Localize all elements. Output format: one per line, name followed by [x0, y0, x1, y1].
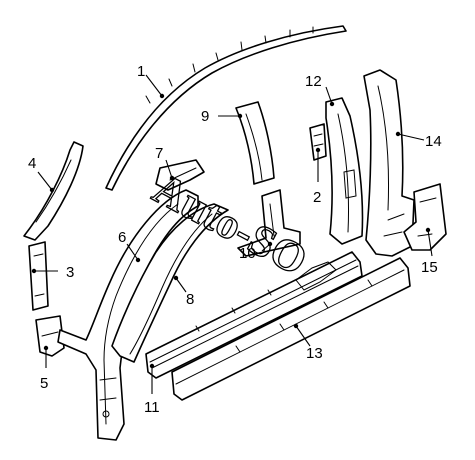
- part-8-a-pillar-inner: [111, 203, 229, 363]
- part-12-b-pillar-outer: [325, 97, 364, 245]
- callout-7: 7: [155, 145, 163, 162]
- part-1-roof-rail: [105, 25, 347, 191]
- callout-6: 6: [118, 229, 126, 246]
- callout-14: 14: [425, 133, 442, 150]
- callout-1: 1: [137, 63, 145, 80]
- part-10-b-pillar-lower: [237, 189, 301, 257]
- callout-8: 8: [186, 291, 194, 308]
- part-2-clip: [309, 123, 327, 161]
- part-14-rear-pillar: [363, 69, 415, 257]
- part-13-rocker-outer: [171, 257, 411, 401]
- part-9-b-pillar-reinforcement: [235, 101, 275, 185]
- part-3-bracket: [28, 241, 49, 311]
- callout-9: 9: [201, 108, 209, 125]
- part-15-rear-bracket: [403, 183, 447, 251]
- part-5-lower-bracket: [35, 315, 65, 357]
- callout-12: 12: [305, 73, 322, 90]
- leader-dots: [31, 93, 431, 369]
- callout-2: 2: [313, 189, 321, 206]
- callout-3: 3: [66, 264, 74, 281]
- callout-11: 11: [144, 399, 160, 416]
- part-11-rocker-inner: [145, 251, 363, 379]
- callout-5: 5: [40, 375, 48, 392]
- callout-15: 15: [421, 259, 438, 276]
- leader-lines: [34, 74, 433, 394]
- callout-13: 13: [306, 345, 323, 362]
- callout-4: 4: [28, 155, 36, 172]
- callout-10: 10: [239, 245, 256, 262]
